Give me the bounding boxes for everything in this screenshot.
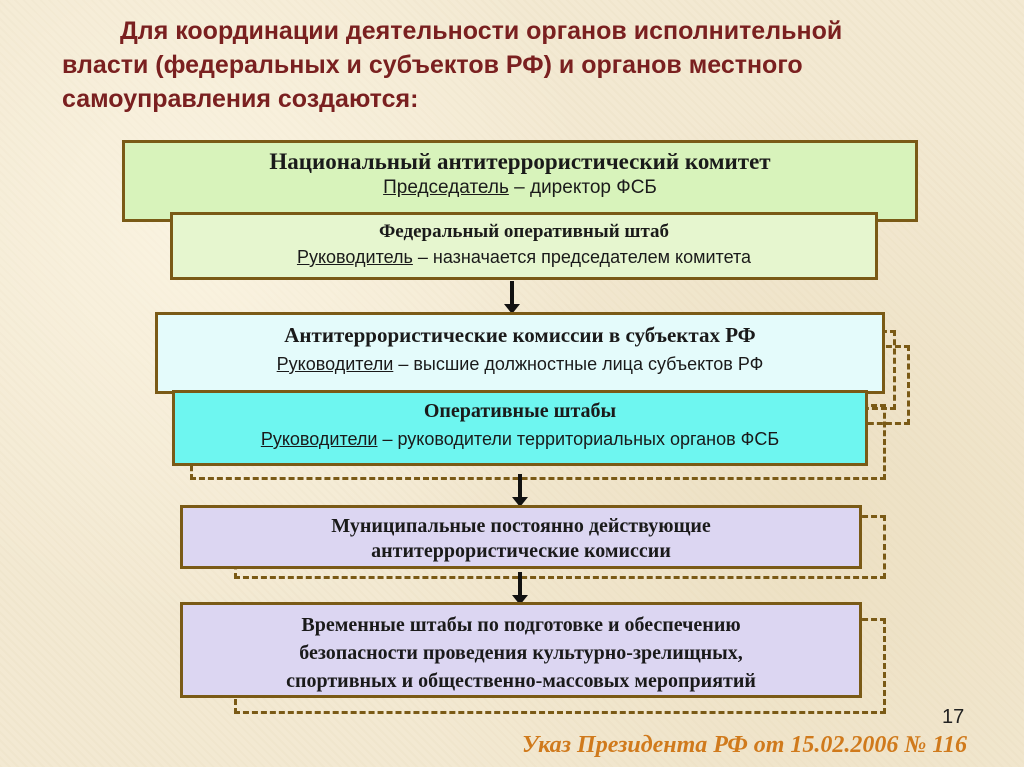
national-committee-box: Национальный антитеррористический комите…: [122, 140, 918, 222]
regional-commissions-heads: Руководители – высшие должностные лица с…: [276, 354, 764, 374]
regional-commissions-title: Антитеррористические комиссии в субъекта…: [284, 323, 756, 347]
operational-staffs-box: Оперативные штабы Руководители – руковод…: [172, 390, 868, 466]
federal-staff-box: Федеральный оперативный штаб Руководител…: [170, 212, 878, 280]
temporary-staffs-title: Временные штабы по подготовке и обеспече…: [286, 614, 756, 692]
page-title: Для координации деятельности органов исп…: [62, 17, 843, 113]
national-committee-chair: Председатель – директор ФСБ: [383, 177, 657, 198]
decree-citation: Указ Президента РФ от 15.02.2006 № 116: [522, 732, 968, 758]
municipal-commissions-box: Муниципальные постоянно действующие анти…: [180, 505, 862, 569]
municipal-commissions-title: Муниципальные постоянно действующие анти…: [331, 515, 711, 562]
operational-staffs-heads: Руководители – руководители территориаль…: [260, 429, 780, 449]
federal-staff-head: Руководитель – назначается председателем…: [296, 247, 752, 267]
arrow-down-1: [504, 281, 520, 314]
national-committee-title: Национальный антитеррористический комите…: [269, 149, 771, 174]
regional-commissions-box: Антитеррористические комиссии в субъекта…: [155, 312, 885, 394]
operational-staffs-title: Оперативные штабы: [423, 400, 617, 422]
temporary-staffs-box: Временные штабы по подготовке и обеспече…: [180, 602, 862, 698]
page-number: 17: [942, 706, 965, 728]
federal-staff-title: Федеральный оперативный штаб: [378, 221, 670, 242]
arrow-down-3: [512, 572, 528, 605]
arrow-down-2: [512, 474, 528, 507]
